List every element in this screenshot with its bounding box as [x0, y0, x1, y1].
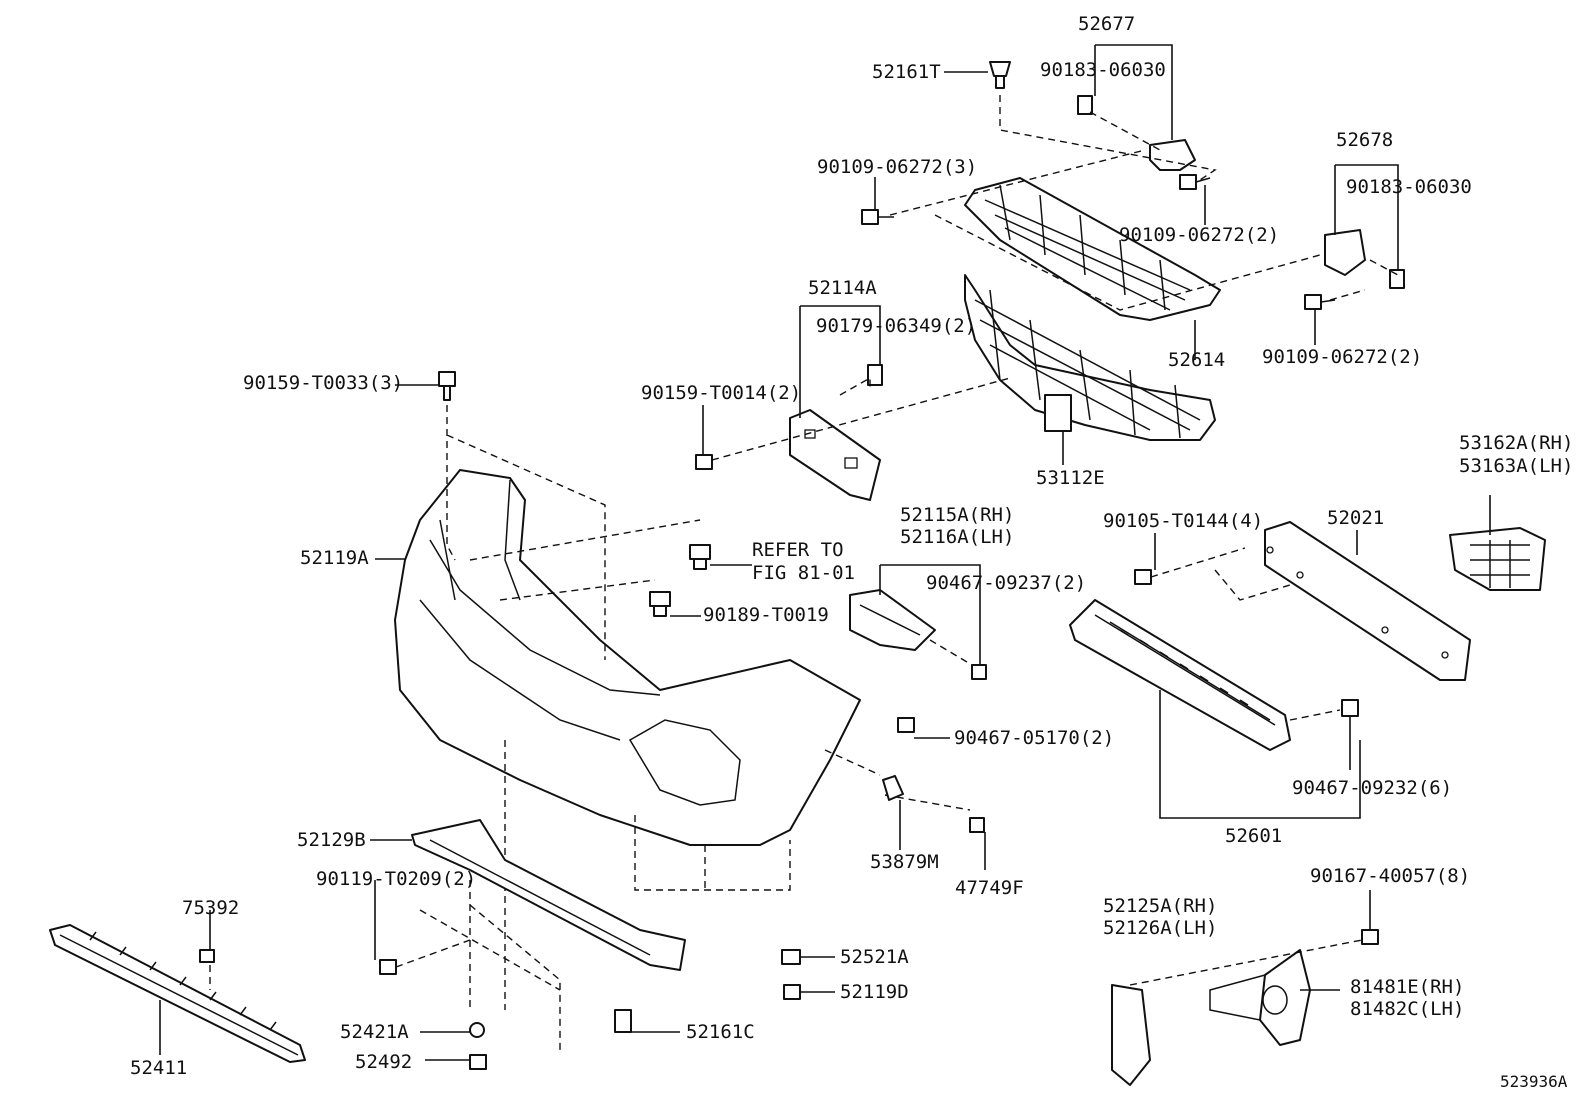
trim-52125A — [1111, 984, 1151, 1086]
bolt-icon — [1134, 569, 1152, 585]
reinforcement-52021 — [1264, 521, 1471, 681]
molding-52411 — [49, 924, 306, 1063]
bolt-icon — [971, 664, 987, 680]
part-label-52161T: 52161T — [872, 61, 941, 83]
part-label-90189: 90189-T0019 — [703, 604, 829, 626]
part-label-90183-a: 90183-06030 — [1040, 59, 1166, 81]
bolt-icon — [1361, 929, 1379, 945]
part-label-52119A: 52119A — [300, 547, 369, 569]
part-label-90109-a: 90109-06272(3) — [817, 156, 978, 178]
bracket-53879M — [882, 775, 904, 801]
part-label-90159-b: 90159-T0014(2) — [641, 382, 802, 404]
part-label-53112E: 53112E — [1036, 467, 1105, 489]
part-label-90183-b: 90183-06030 — [1346, 176, 1472, 198]
part-label-90119: 90119-T0209(2) — [316, 868, 477, 890]
screw-52119D — [783, 984, 801, 1000]
clip-52161C — [614, 1009, 632, 1033]
part-label-52021: 52021 — [1327, 507, 1385, 529]
part-label-81482C: 81482C(LH) — [1350, 998, 1465, 1020]
part-label-90467-c: 90467-09232(6) — [1292, 777, 1453, 799]
refer-note-line2: FIG 81-01 — [752, 562, 855, 584]
bumper-cover-52119A — [394, 469, 861, 846]
part-label-90105: 90105-T0144(4) — [1103, 510, 1264, 532]
absorber-52601 — [1069, 599, 1291, 751]
part-label-53879M: 53879M — [870, 851, 939, 873]
part-label-90467-a: 90467-09237(2) — [926, 572, 1087, 594]
clip-75392 — [199, 949, 215, 963]
washer-52421A — [469, 1022, 485, 1038]
clip-icon — [689, 544, 711, 570]
part-label-52115A: 52115A(RH) — [900, 504, 1015, 526]
bolt-icon — [438, 371, 456, 401]
bolt-icon — [861, 174, 1336, 310]
part-label-47749F: 47749F — [955, 877, 1024, 899]
part-label-90109-b: 90109-06272(2) — [1119, 224, 1280, 246]
side-retainer-53162A — [1449, 527, 1546, 591]
part-label-52421A: 52421A — [340, 1021, 409, 1043]
part-label-53162A: 53162A(RH) — [1459, 432, 1574, 454]
part-label-52601: 52601 — [1225, 825, 1283, 847]
undercover-52129B — [411, 819, 686, 971]
part-label-52126A: 52126A(LH) — [1103, 917, 1218, 939]
part-label-52521A: 52521A — [840, 946, 909, 968]
part-label-52614: 52614 — [1168, 349, 1226, 371]
license-bracket-52114A — [789, 364, 883, 501]
bracket-52677 — [1077, 95, 1196, 171]
clip-icon — [1341, 699, 1359, 717]
foglamp-cover-81481E — [1209, 949, 1311, 1046]
part-label-52119D: 52119D — [840, 981, 909, 1003]
clip-52521A — [781, 949, 801, 965]
grille-52614 — [964, 177, 1221, 321]
part-label-90179: 90179-06349(2) — [816, 315, 977, 337]
part-label-52116A: 52116A(LH) — [900, 526, 1015, 548]
part-label-52129B: 52129B — [297, 829, 366, 851]
clip-52161T — [989, 61, 1011, 89]
leader-lines — [159, 44, 1491, 1061]
part-label-53163A: 53163A(LH) — [1459, 455, 1574, 477]
figure-id: 523936A — [1500, 1072, 1568, 1091]
screw-52492 — [469, 1054, 487, 1070]
part-label-52125A: 52125A(RH) — [1103, 895, 1218, 917]
part-label-90467-b: 90467-05170(2) — [954, 727, 1115, 749]
mesh-53112E — [964, 274, 1216, 441]
part-label-52411: 52411 — [130, 1057, 188, 1079]
part-label-52492: 52492 — [355, 1051, 413, 1073]
part-label-75392: 75392 — [182, 897, 240, 919]
part-label-52114A: 52114A — [808, 277, 877, 299]
screw-47749F — [969, 817, 985, 833]
side-bracket-52115A — [849, 589, 936, 651]
part-label-52678: 52678 — [1336, 129, 1394, 151]
clip-icon — [897, 717, 915, 733]
part-label-90167: 90167-40057(8) — [1310, 865, 1471, 887]
part-label-52161C: 52161C — [686, 1021, 755, 1043]
part-label-52677: 52677 — [1078, 13, 1136, 35]
bolt-icon — [379, 959, 397, 975]
part-label-90109-c: 90109-06272(2) — [1262, 346, 1423, 368]
refer-note-line1: REFER TO — [752, 539, 844, 561]
part-label-90159-a: 90159-T0033(3) — [243, 372, 404, 394]
part-label-81481E: 81481E(RH) — [1350, 976, 1465, 998]
bolt-icon — [695, 454, 713, 470]
bracket-52678 — [1324, 229, 1405, 289]
clip-icon — [649, 591, 671, 617]
